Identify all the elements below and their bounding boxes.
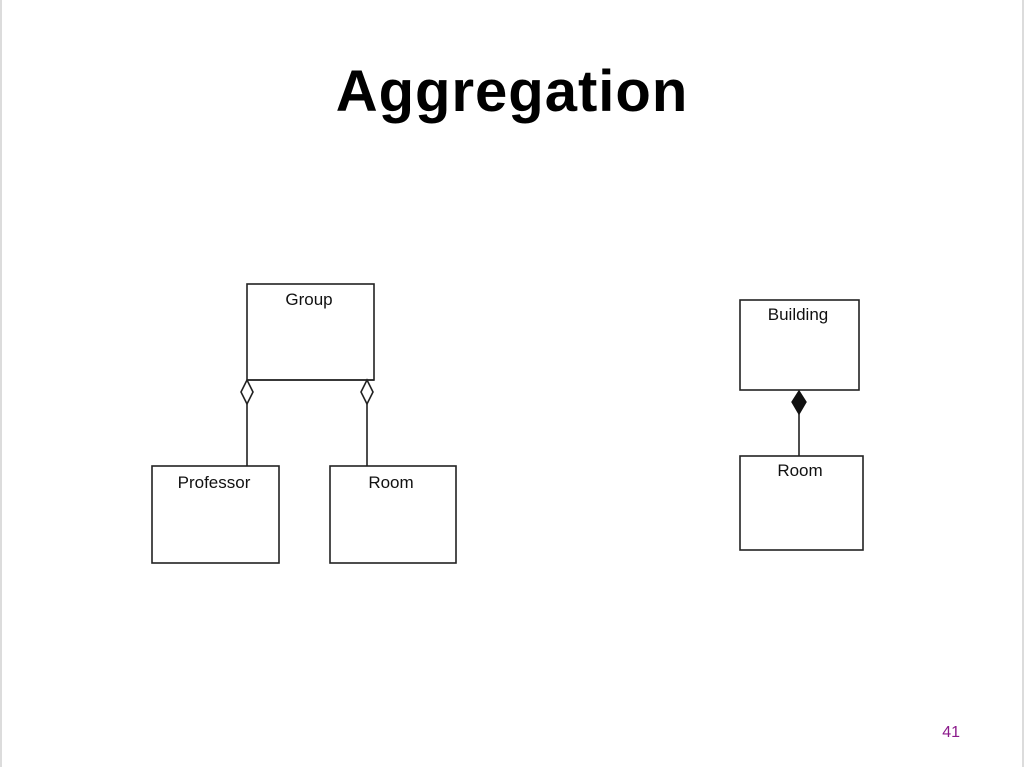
slide-left-edge (0, 0, 2, 767)
group-class-label: Group (285, 290, 332, 309)
building-class-box (739, 299, 860, 391)
professor-class-label: Professor (178, 473, 251, 492)
composition-diamond-icon (791, 389, 807, 416)
aggregation-diamond-icon (240, 378, 254, 406)
slide-title: Aggregation (335, 59, 689, 124)
room-class-label-composition: Room (777, 461, 822, 480)
room-class-box-aggregation (329, 465, 457, 564)
building-class-label: Building (768, 305, 829, 324)
slide-right-edge (1022, 0, 1024, 767)
professor-class-box (151, 465, 280, 564)
page-number: 41 (942, 724, 960, 741)
room-class-box-composition (739, 455, 864, 551)
room-class-label-aggregation: Room (368, 473, 413, 492)
aggregation-diamond-icon (360, 378, 374, 406)
